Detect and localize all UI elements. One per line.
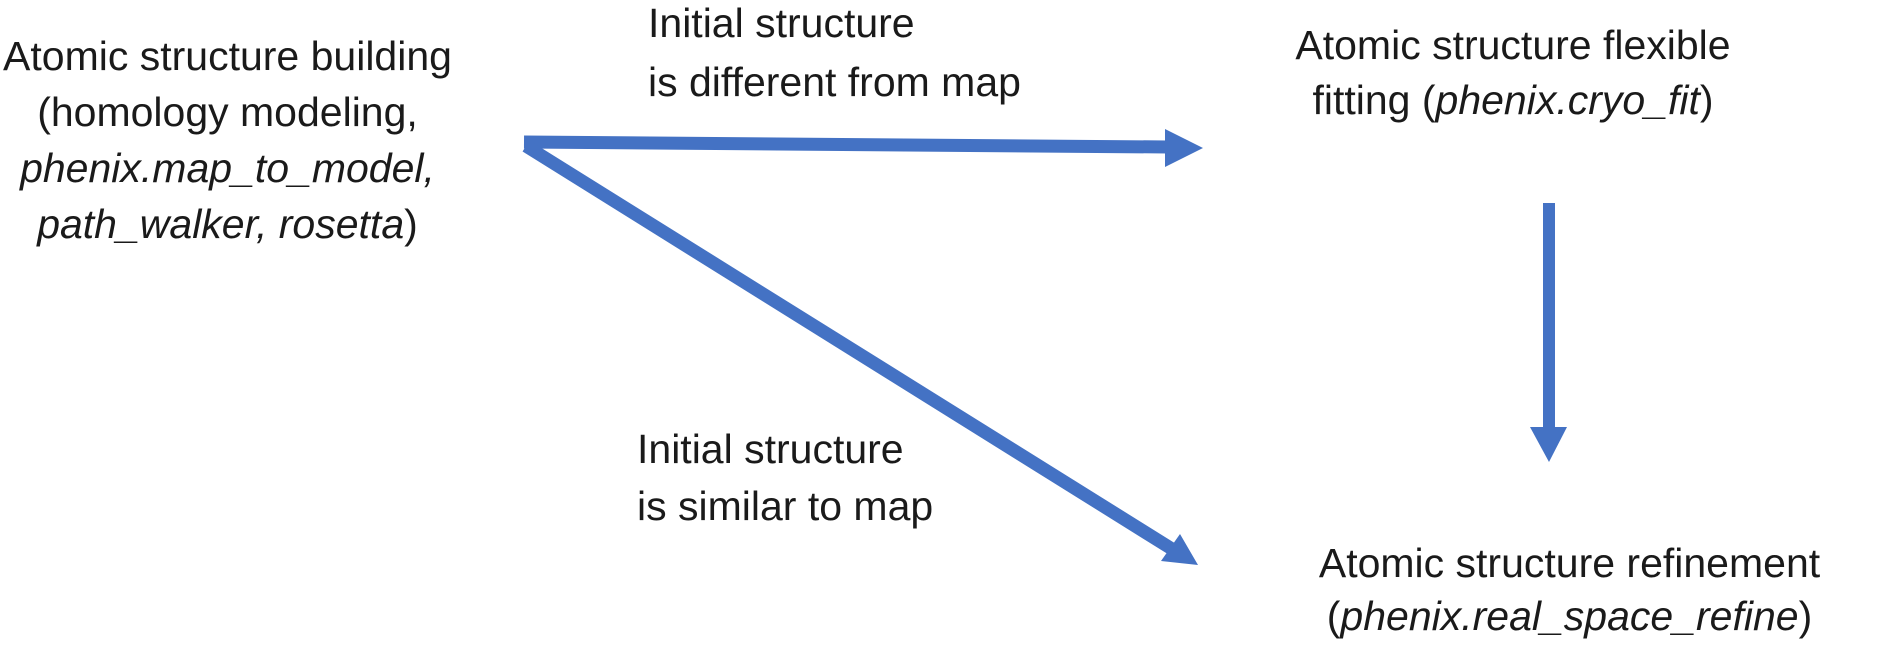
node-line: Atomic structure refinement	[1255, 537, 1884, 590]
arrowhead-icon	[1530, 427, 1567, 462]
building-line4-text: path_walker, rosetta	[37, 201, 405, 247]
node-line: Atomic structure building	[0, 28, 455, 84]
edge-label-similar-to-map: Initial structure is similar to map	[637, 421, 933, 535]
arrowhead-icon	[1161, 534, 1198, 565]
node-atomic-structure-flexible-fitting: Atomic structure flexible fitting (pheni…	[1273, 18, 1753, 128]
node-line: path_walker, rosetta)	[0, 196, 455, 252]
refinement-line2-italic-text: phenix.real_space_refine	[1340, 593, 1799, 639]
node-atomic-structure-refinement: Atomic structure refinement (phenix.real…	[1255, 537, 1884, 643]
node-atomic-structure-building: Atomic structure building (homology mode…	[0, 28, 455, 252]
different-line2-text: is different from map	[648, 59, 1021, 105]
label-line: Initial structure	[637, 421, 933, 478]
edge-label-different-from-map: Initial structure is different from map	[648, 0, 1021, 112]
flexible-line2-italic-text: phenix.cryo_fit	[1435, 77, 1700, 123]
node-line: fitting (phenix.cryo_fit)	[1273, 73, 1753, 128]
building-line1-text: Atomic structure building	[3, 33, 452, 79]
building-line4-close-paren: )	[404, 201, 418, 247]
label-line: Initial structure	[648, 0, 1021, 53]
arrow-shaft	[523, 135, 1169, 154]
arrow-flexible-fitting-to-refinement	[1530, 203, 1567, 462]
different-line1-text: Initial structure	[648, 0, 915, 46]
similar-line1-text: Initial structure	[637, 426, 904, 472]
arrow-building-to-refinement	[522, 140, 1198, 565]
node-line: (homology modeling,	[0, 84, 455, 140]
refinement-line2-close-paren: )	[1798, 593, 1813, 639]
flexible-line1-text: Atomic structure flexible	[1295, 22, 1731, 68]
arrowhead-icon	[1165, 129, 1203, 167]
flexible-line2-prefix-text: fitting (	[1312, 77, 1436, 123]
arrow-shaft	[522, 140, 1176, 555]
label-line: is different from map	[648, 53, 1021, 112]
label-line: is similar to map	[637, 478, 933, 535]
node-line: (phenix.real_space_refine)	[1255, 590, 1884, 643]
refinement-line1-text: Atomic structure refinement	[1318, 540, 1821, 586]
arrow-building-to-flexible-fitting	[523, 129, 1203, 167]
node-line: Atomic structure flexible	[1273, 18, 1753, 73]
similar-line2-text: is similar to map	[637, 483, 934, 529]
building-line2-text: (homology modeling,	[37, 89, 418, 135]
refinement-line2-open-paren: (	[1326, 593, 1341, 639]
building-line3-text: phenix.map_to_model,	[20, 145, 435, 191]
node-line: phenix.map_to_model,	[0, 140, 455, 196]
flexible-line2-close-paren: )	[1699, 77, 1714, 123]
